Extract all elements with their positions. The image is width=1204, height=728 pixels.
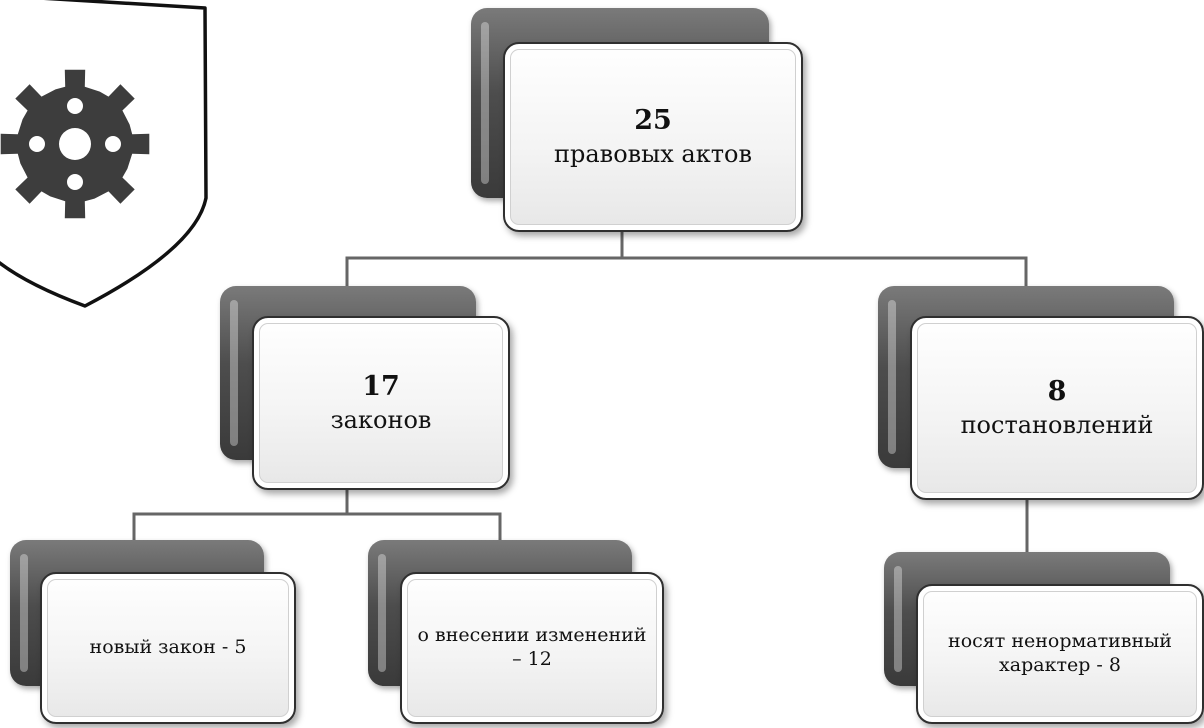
- amendments-label: о внесении изменений – 12: [417, 624, 647, 670]
- card-amendments: о внесении изменений – 12: [368, 540, 666, 726]
- card-root: 25 правовых актов: [471, 8, 803, 232]
- laws-number: 17: [362, 370, 400, 402]
- card-front: 8 постановлений: [910, 316, 1204, 500]
- card-new-law: новый закон - 5: [10, 540, 296, 726]
- resolutions-number: 8: [1047, 375, 1067, 407]
- gear-icon: [0, 69, 150, 219]
- card-front: 17 законов: [252, 316, 510, 490]
- card-non-normative: носят ненормативный характер - 8: [884, 552, 1204, 726]
- root-number: 25: [634, 104, 672, 136]
- root-label: правовых актов: [554, 139, 752, 168]
- laws-label: законов: [330, 405, 432, 434]
- card-front: 25 правовых актов: [503, 42, 803, 232]
- shield-icon: [0, 0, 215, 316]
- card-resolutions: 8 постановлений: [878, 286, 1204, 500]
- card-front: о внесении изменений – 12: [400, 572, 664, 724]
- non-normative-label: носят ненормативный характер - 8: [948, 630, 1172, 676]
- card-front: носят ненормативный характер - 8: [916, 584, 1204, 724]
- resolutions-label: постановлений: [960, 410, 1154, 439]
- card-laws: 17 законов: [220, 286, 512, 492]
- new-law-label: новый закон - 5: [89, 636, 247, 659]
- card-front: новый закон - 5: [40, 572, 296, 724]
